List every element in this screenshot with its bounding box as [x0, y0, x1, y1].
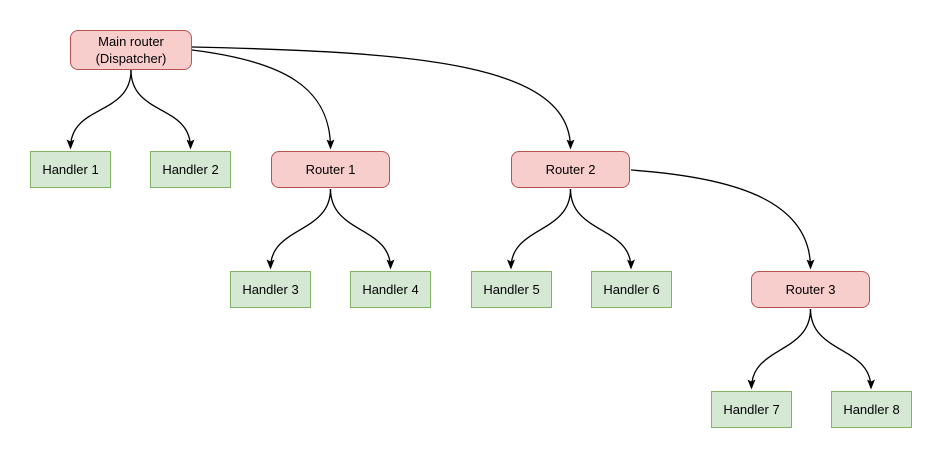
edge-router-2-to-handler-6 — [569, 188, 635, 270]
node-handler-7: Handler 7 — [711, 391, 792, 428]
node-main-router: Main router (Dispatcher) — [70, 30, 192, 70]
edge-main-router-to-router-1 — [191, 49, 335, 150]
node-router-2-label: Router 2 — [545, 162, 596, 177]
node-handler-7-label: Handler 7 — [723, 402, 780, 417]
node-handler-5-label: Handler 5 — [483, 282, 540, 297]
node-router-1-label: Router 1 — [305, 162, 356, 177]
node-handler-3: Handler 3 — [230, 271, 311, 308]
node-handler-2-label: Handler 2 — [162, 162, 219, 177]
node-handler-2: Handler 2 — [150, 151, 231, 188]
node-router-3-label: Router 3 — [785, 282, 836, 297]
edge-router-2-to-handler-5 — [507, 188, 572, 270]
edge-main-router-to-router-2 — [191, 46, 575, 150]
node-handler-8-label: Handler 8 — [843, 402, 900, 417]
edge-router-1-to-handler-3 — [266, 188, 332, 270]
edge-router-3-to-handler-8 — [809, 308, 875, 390]
node-handler-1-label: Handler 1 — [42, 162, 99, 177]
node-handler-3-label: Handler 3 — [242, 282, 299, 297]
node-handler-6-label: Handler 6 — [603, 282, 660, 297]
node-router-2: Router 2 — [511, 151, 630, 188]
edge-router-2-to-router-3 — [630, 169, 815, 270]
node-handler-1: Handler 1 — [30, 151, 111, 188]
node-handler-4: Handler 4 — [350, 271, 431, 308]
node-handler-5: Handler 5 — [471, 271, 552, 308]
node-main-router-label-line2: (Dispatcher) — [95, 51, 167, 66]
node-main-router-label-line1: Main router — [98, 34, 164, 49]
edge-main-router-to-handler-2 — [130, 69, 195, 150]
node-handler-4-label: Handler 4 — [362, 282, 419, 297]
edge-router-3-to-handler-7 — [747, 308, 812, 390]
node-handler-8: Handler 8 — [831, 391, 912, 428]
node-router-1: Router 1 — [271, 151, 390, 188]
node-router-3: Router 3 — [751, 271, 870, 308]
edge-main-router-to-handler-1 — [66, 69, 132, 150]
node-handler-6: Handler 6 — [591, 271, 672, 308]
edge-router-1-to-handler-4 — [329, 188, 395, 270]
